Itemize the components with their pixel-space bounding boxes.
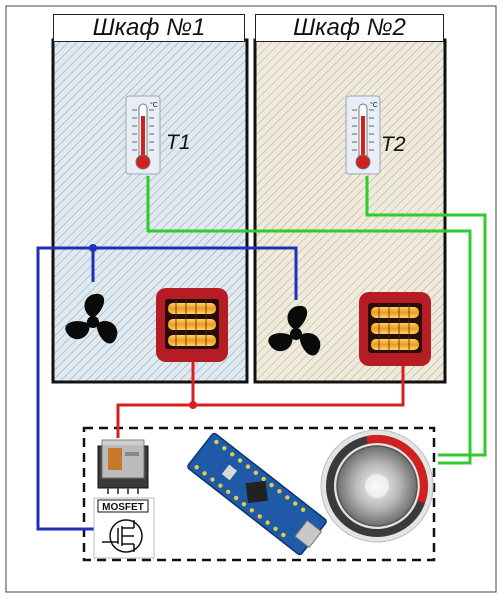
fan-icon <box>268 305 321 356</box>
blue-junction-dot <box>89 244 97 252</box>
thermometer-unit: °C <box>150 101 158 109</box>
red-junction-dot <box>189 401 197 409</box>
cabinet-1-title: Шкаф №1 <box>53 14 245 42</box>
mosfet-icon: MOSFET <box>93 497 155 559</box>
sensor-label-t2: T2 <box>381 133 406 156</box>
heater-icon <box>359 292 431 366</box>
thermometer-icon: °C <box>125 95 161 175</box>
cabinet-2-title: Шкаф №2 <box>255 14 444 42</box>
heater-icon <box>156 288 228 362</box>
arduino-nano-board <box>187 432 327 556</box>
green-sensor-wire <box>146 176 487 465</box>
mosfet-label: MOSFET <box>102 502 144 513</box>
thermometer-unit: °C <box>370 101 378 109</box>
sensor-label-t1: T1 <box>166 131 191 154</box>
knob-icon <box>320 429 434 543</box>
fan-icon <box>65 293 118 344</box>
thermometer-icon: °C <box>345 95 381 175</box>
blue-fan-wire <box>36 246 298 531</box>
red-heater-wire <box>116 360 405 438</box>
relay-icon <box>97 439 149 494</box>
